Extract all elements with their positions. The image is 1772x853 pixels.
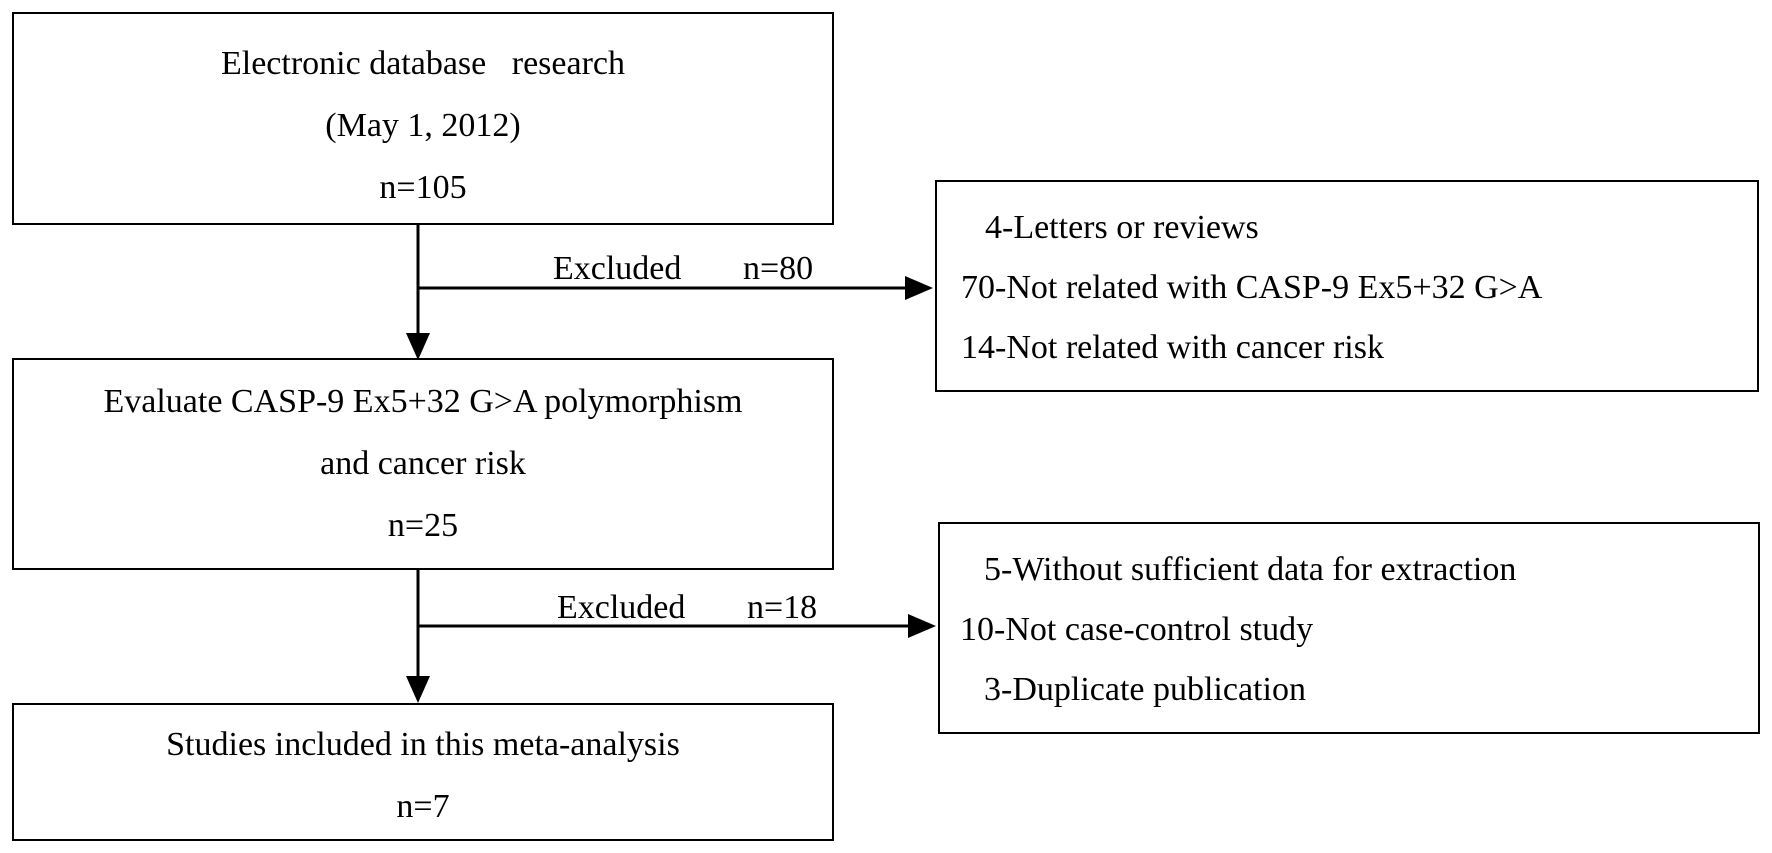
arrowhead-right-2 [908,614,936,638]
exclusion-box-1: 4-Letters or reviews 70-Not related with… [935,180,1759,392]
excluded-count-1: n=80 [743,250,814,287]
evaluate-box: Evaluate CASP-9 Ex5+32 G>A polymorphism … [12,358,834,570]
exclusion1-line2: 70-Not related with CASP-9 Ex5+32 G>A [961,269,1543,306]
excluded-count-2: n=18 [747,589,818,626]
evaluate-box-line1: Evaluate CASP-9 Ex5+32 G>A polymorphism [103,383,743,420]
evaluate-box-count: n=25 [387,507,459,544]
exclusion1-line1: 4-Letters or reviews [985,209,1259,246]
arrowhead-down-2 [406,676,430,703]
arrowhead-down-1 [406,333,430,360]
arrowhead-right-1 [905,276,933,300]
included-box-count: n=7 [396,788,450,825]
search-box: Electronic database research (May 1, 201… [12,12,834,225]
exclusion2-line3: 3-Duplicate publication [984,671,1306,708]
exclusion2-line1: 5-Without sufficient data for extraction [984,551,1517,588]
search-box-line1: Electronic database research [221,45,625,82]
excluded-label-1: Excluded [553,250,682,287]
search-box-line2: (May 1, 2012) [325,107,521,144]
evaluate-box-line2: and cancer risk [320,445,526,482]
included-box: Studies included in this meta-analysis n… [12,703,834,841]
search-box-count: n=105 [379,169,467,206]
exclusion-box-2: 5-Without sufficient data for extraction… [938,522,1760,734]
included-box-line1: Studies included in this meta-analysis [166,726,680,763]
excluded-label-2: Excluded [557,589,686,626]
exclusion2-line2: 10-Not case-control study [960,611,1314,648]
exclusion1-line3: 14-Not related with cancer risk [961,329,1384,366]
